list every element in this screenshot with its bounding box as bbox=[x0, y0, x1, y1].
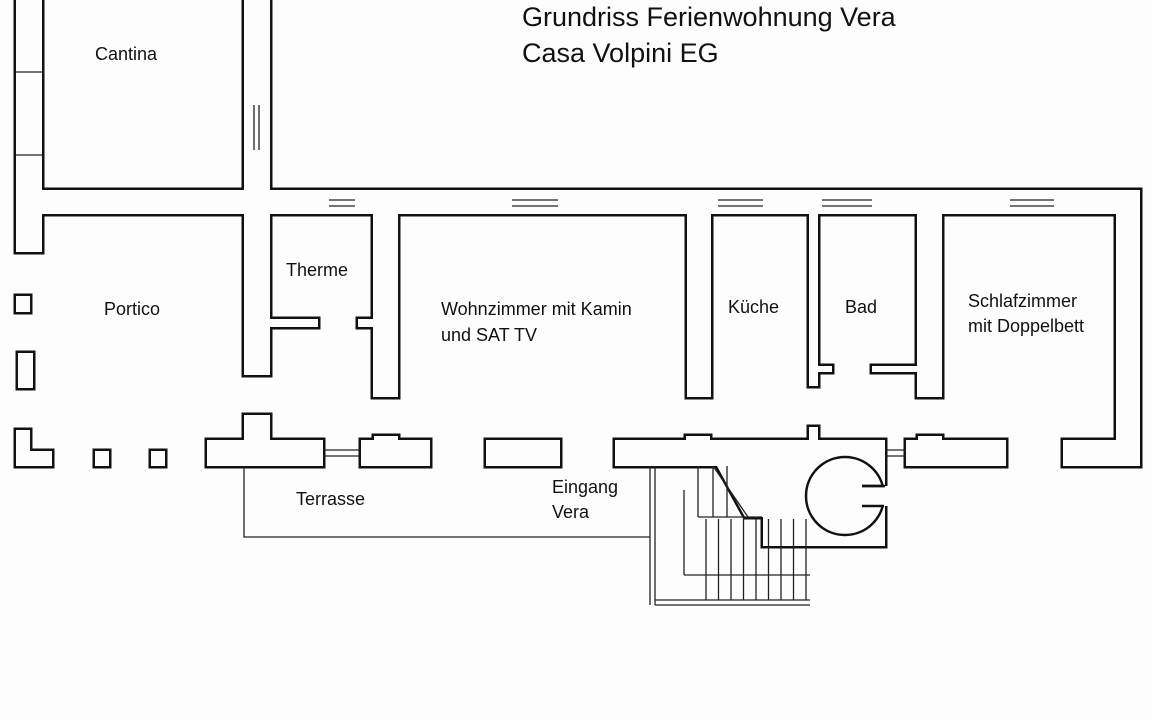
plan-subtitle: Casa Volpini EG bbox=[522, 38, 719, 68]
room-label-terrasse: Terrasse bbox=[296, 489, 366, 509]
wall bbox=[16, 296, 30, 312]
wall bbox=[486, 440, 560, 466]
wall bbox=[809, 427, 818, 441]
wall bbox=[95, 451, 109, 466]
room-label-schlafzimmer-2: mit Doppelbett bbox=[968, 316, 1085, 336]
room-label-wohnzimmer-2: und SAT TV bbox=[441, 325, 538, 345]
wall bbox=[244, 0, 270, 214]
room-label-wohnzimmer: Wohnzimmer mit Kamin bbox=[441, 299, 632, 319]
room-label-eingang: Eingang bbox=[552, 477, 619, 497]
wall bbox=[373, 214, 398, 397]
wall bbox=[244, 214, 270, 375]
wall bbox=[374, 436, 398, 442]
wall bbox=[151, 451, 165, 466]
wall bbox=[687, 214, 711, 397]
wall bbox=[1116, 190, 1140, 466]
wall bbox=[1063, 440, 1140, 466]
wall bbox=[16, 451, 52, 466]
room-label-portico: Portico bbox=[104, 299, 161, 319]
wall bbox=[872, 366, 917, 372]
wall bbox=[918, 436, 942, 442]
room-label-schlafzimmer: Schlafzimmer bbox=[968, 291, 1078, 311]
room-label-therme: Therme bbox=[286, 260, 349, 280]
wall bbox=[16, 0, 42, 252]
room-label-cantina: Cantina bbox=[95, 44, 158, 64]
wall bbox=[18, 353, 33, 388]
plan-title: Grundriss Ferienwohnung Vera bbox=[522, 2, 896, 32]
wall bbox=[358, 319, 373, 327]
wall bbox=[361, 440, 430, 466]
windows bbox=[16, 71, 1054, 457]
wall bbox=[686, 436, 710, 442]
terrace-outline bbox=[243, 466, 810, 606]
wall bbox=[809, 214, 818, 386]
wall bbox=[244, 415, 270, 445]
wall bbox=[906, 440, 1006, 466]
wall bbox=[917, 214, 942, 397]
wall bbox=[818, 366, 832, 372]
room-label-kueche: Küche bbox=[728, 297, 780, 317]
wall bbox=[16, 190, 1140, 214]
room-label-bad: Bad bbox=[845, 297, 878, 317]
room-label-eingang-2: Vera bbox=[552, 502, 590, 522]
wall bbox=[270, 319, 318, 327]
stair-step bbox=[712, 465, 749, 518]
staircase bbox=[683, 465, 810, 600]
